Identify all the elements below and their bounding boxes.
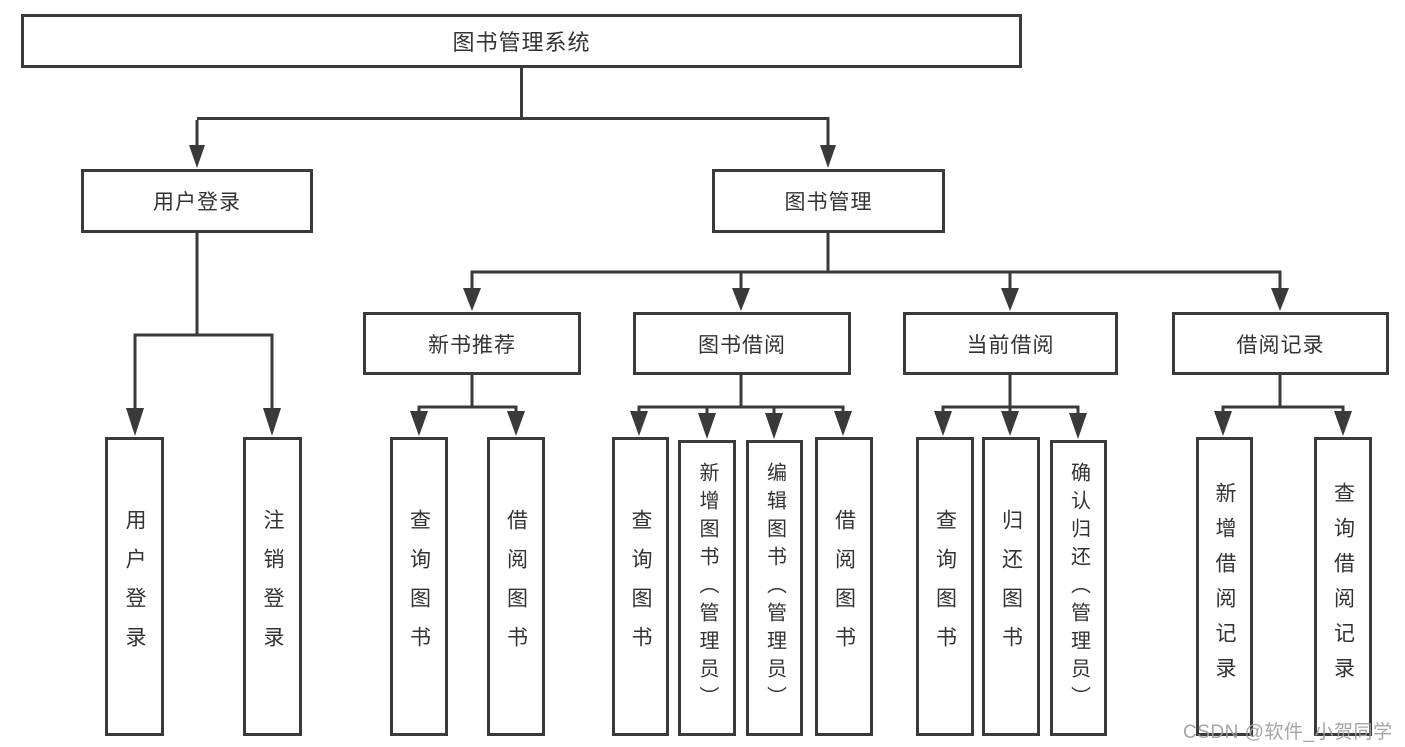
leaf-user-login-label: 用户登录 bbox=[123, 508, 146, 665]
leaf-nbr-borrow-books-label: 借阅图书 bbox=[504, 508, 528, 665]
node-book-management: 图书管理 bbox=[712, 169, 945, 233]
node-book-management-label: 图书管理 bbox=[784, 191, 873, 214]
leaf-bb-borrow-books-label: 借阅图书 bbox=[832, 508, 856, 665]
leaf-br-add-record: 新增借阅记录 bbox=[1196, 437, 1253, 736]
node-book-borrow-label: 图书借阅 bbox=[698, 333, 786, 357]
leaf-cb-return-books-label: 归还图书 bbox=[999, 508, 1023, 665]
node-user-login: 用户登录 bbox=[81, 169, 313, 233]
leaf-cb-confirm-return-admin-label: 确认归还（管理员） bbox=[1067, 462, 1090, 714]
leaf-bb-query-books: 查询图书 bbox=[612, 437, 669, 736]
leaf-bb-add-books-admin: 新增图书（管理员） bbox=[678, 440, 736, 736]
node-borrow-records-label: 借阅记录 bbox=[1236, 333, 1325, 357]
node-root-label: 图书管理系统 bbox=[452, 30, 591, 55]
leaf-bb-query-books-label: 查询图书 bbox=[629, 508, 652, 665]
leaf-cb-query-books: 查询图书 bbox=[916, 437, 974, 736]
leaf-cb-query-books-label: 查询图书 bbox=[933, 508, 957, 665]
leaf-br-query-record: 查询借阅记录 bbox=[1314, 437, 1372, 736]
node-new-book-recommend: 新书推荐 bbox=[363, 312, 581, 375]
leaf-br-add-record-label: 新增借阅记录 bbox=[1213, 481, 1236, 692]
node-borrow-records: 借阅记录 bbox=[1172, 312, 1389, 375]
leaf-logout-label: 注销登录 bbox=[261, 508, 284, 665]
leaf-bb-edit-books-admin: 编辑图书（管理员） bbox=[746, 440, 803, 736]
node-current-borrow-label: 当前借阅 bbox=[966, 333, 1055, 357]
leaf-cb-confirm-return-admin: 确认归还（管理员） bbox=[1050, 440, 1107, 736]
leaf-nbr-query-books-label: 查询图书 bbox=[407, 508, 431, 665]
leaf-br-query-record-label: 查询借阅记录 bbox=[1331, 481, 1355, 692]
leaf-nbr-borrow-books: 借阅图书 bbox=[487, 437, 545, 736]
leaf-logout: 注销登录 bbox=[243, 437, 302, 736]
node-root: 图书管理系统 bbox=[21, 14, 1022, 68]
node-book-borrow: 图书借阅 bbox=[633, 312, 851, 375]
leaf-nbr-query-books: 查询图书 bbox=[390, 437, 448, 736]
leaf-user-login: 用户登录 bbox=[105, 437, 164, 736]
leaf-bb-add-books-admin-label: 新增图书（管理员） bbox=[696, 462, 718, 714]
node-current-borrow: 当前借阅 bbox=[903, 312, 1118, 375]
node-user-login-label: 用户登录 bbox=[153, 191, 241, 214]
csdn-watermark: CSDN @软件_小贺同学 bbox=[1183, 722, 1393, 743]
leaf-bb-edit-books-admin-label: 编辑图书（管理员） bbox=[763, 462, 786, 714]
leaf-cb-return-books: 归还图书 bbox=[982, 437, 1040, 736]
leaf-bb-borrow-books: 借阅图书 bbox=[815, 437, 873, 736]
node-new-book-recommend-label: 新书推荐 bbox=[428, 333, 516, 357]
